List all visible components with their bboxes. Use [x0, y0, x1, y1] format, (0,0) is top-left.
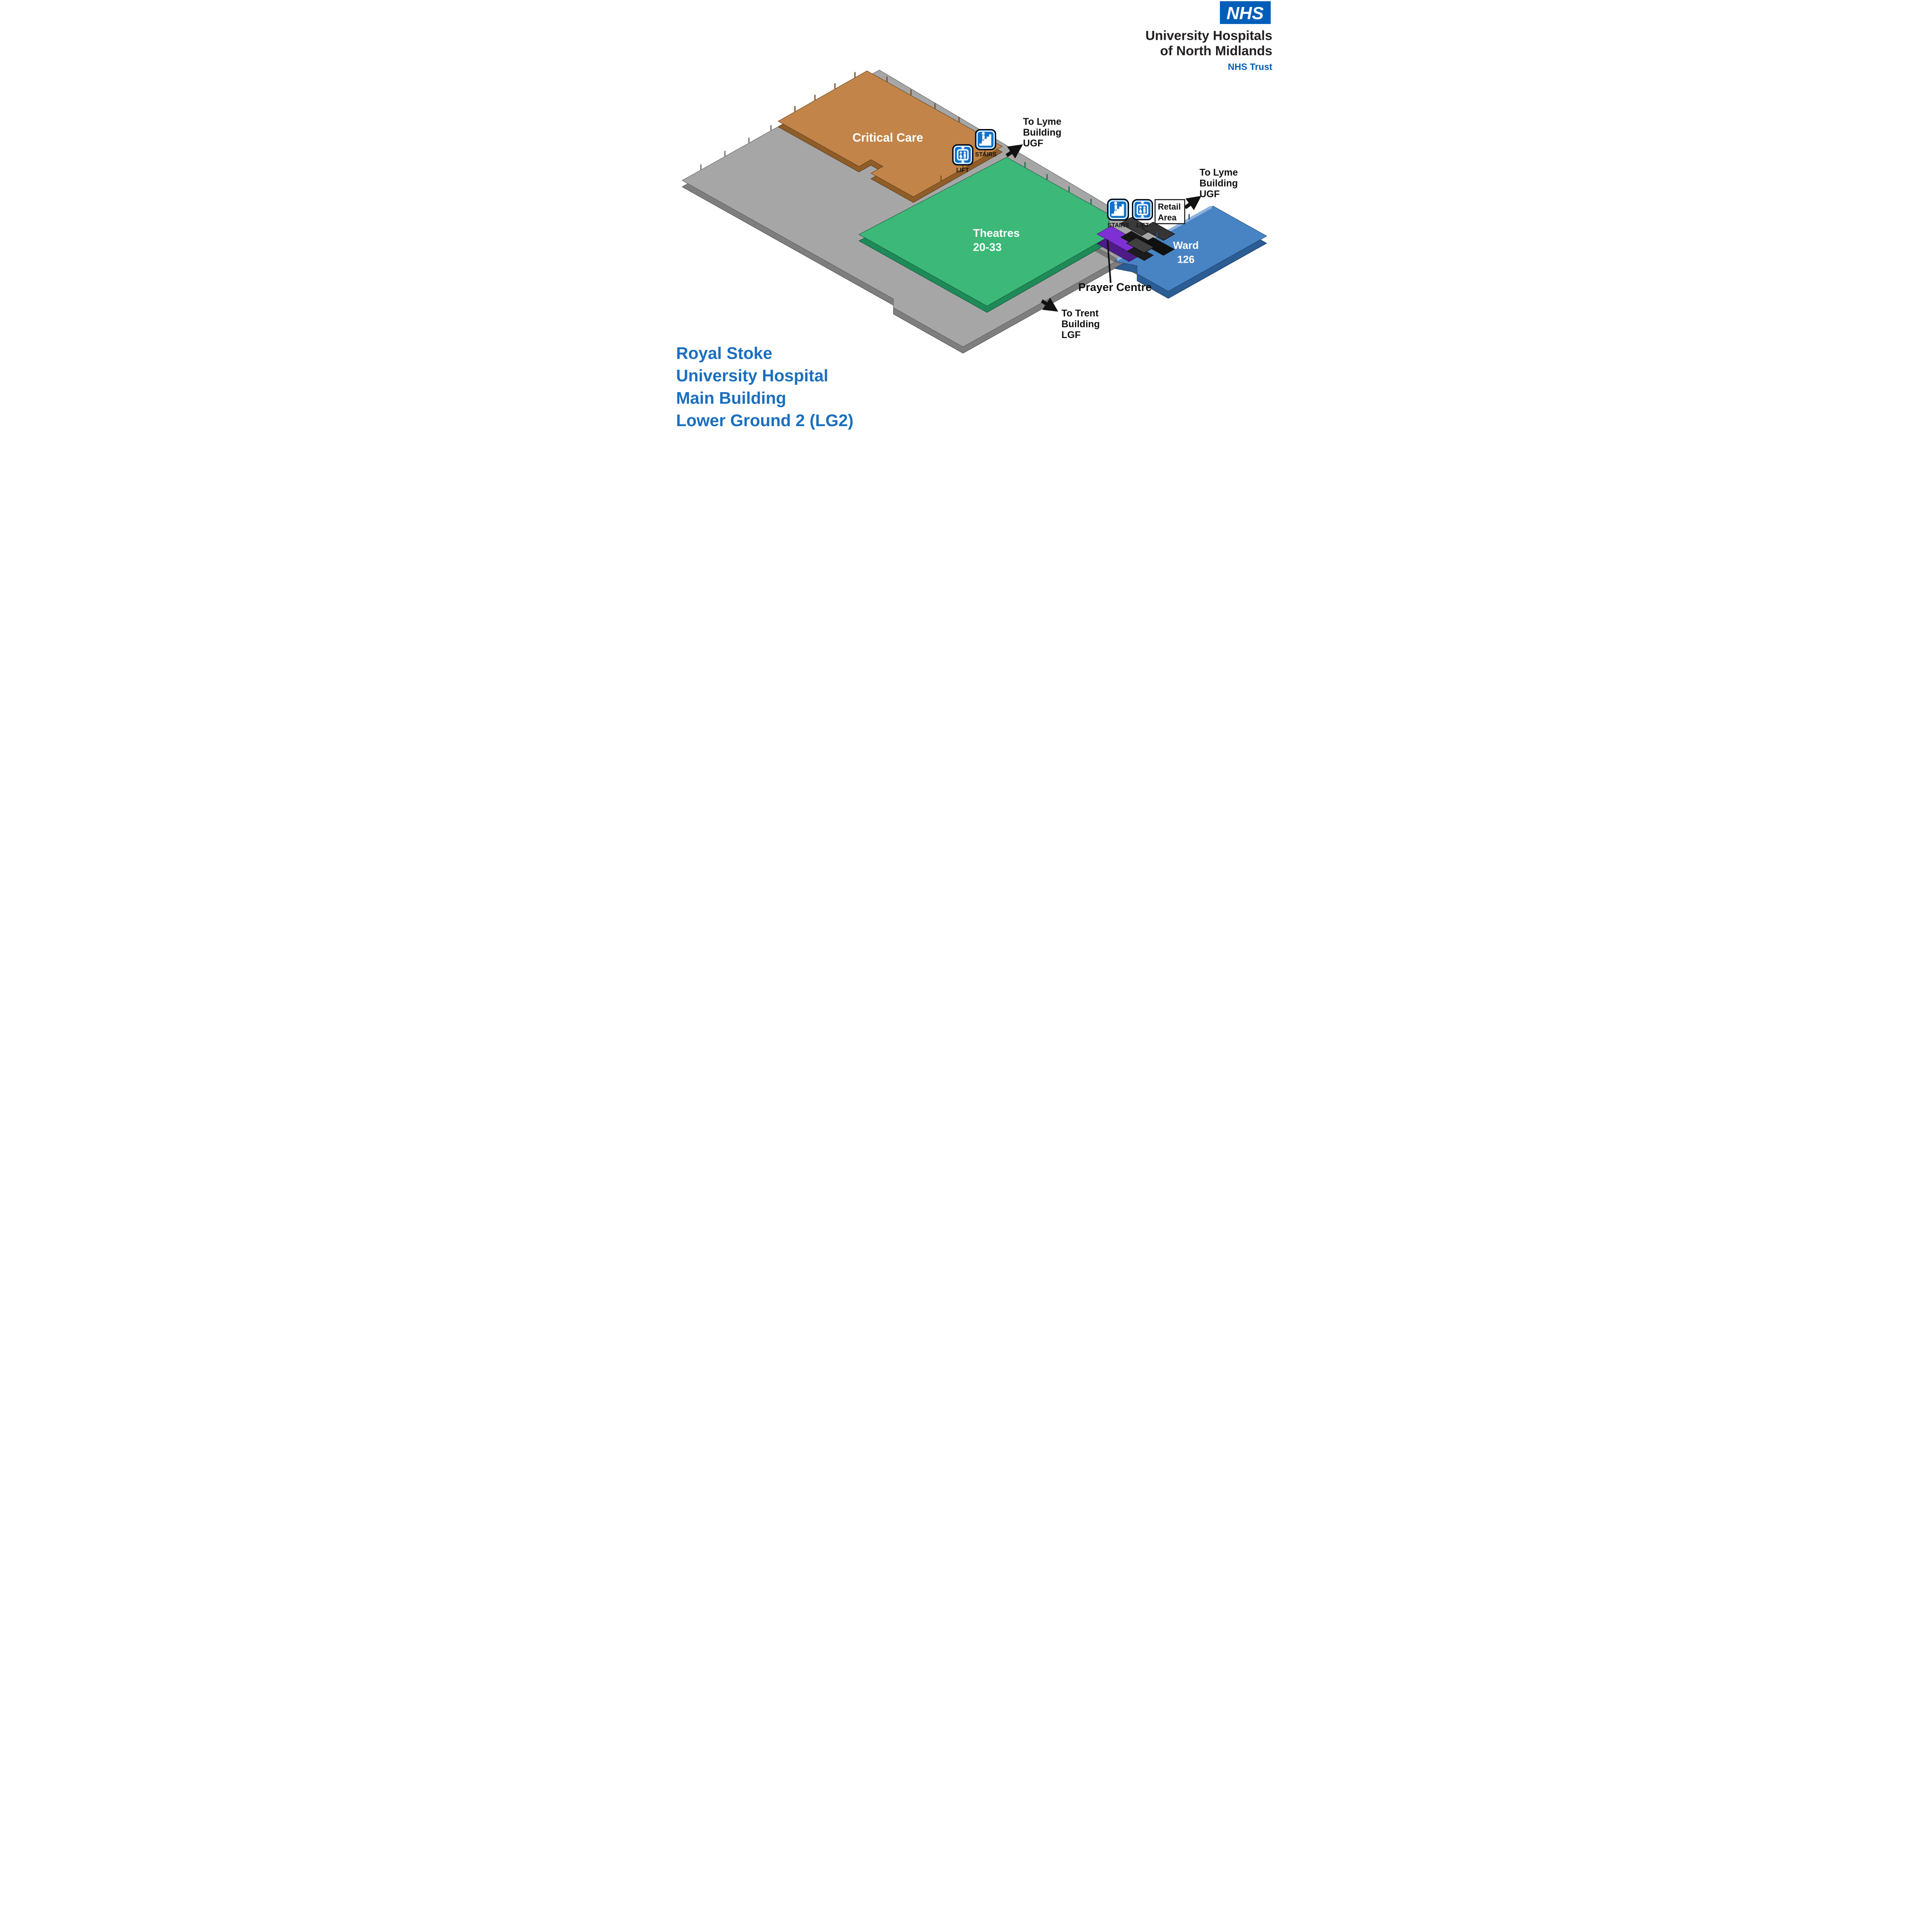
retail-area-label-box	[1155, 199, 1185, 224]
ward-top	[1114, 206, 1267, 292]
prayer-centre-leader-line	[1107, 240, 1112, 283]
to-trent-line3: LGF	[1061, 330, 1081, 340]
critical-care-top	[777, 70, 1003, 197]
to-lyme-upper-line2: Building	[1023, 127, 1061, 138]
prayer-centre-label: Prayer Centre	[1078, 281, 1151, 294]
to-lyme-upper-line1: To Lyme	[1023, 117, 1061, 127]
retail-block-c-side	[1126, 245, 1154, 261]
page-title: Royal Stoke University Hospital Main Bui…	[676, 344, 854, 430]
retail-block-c-top	[1126, 237, 1155, 253]
theatres-label-line2: 20-33	[973, 241, 1002, 253]
retail-area-label-line2: Area	[1158, 213, 1177, 223]
to-lyme-right-line1: To Lyme	[1199, 168, 1238, 178]
to-trent-line2: Building	[1061, 319, 1100, 330]
page-title-line2: University Hospital	[676, 367, 828, 385]
to-trent-line1: To Trent	[1061, 308, 1099, 319]
nhs-logo-text: NHS	[1226, 3, 1264, 23]
retail-area-label-line1: Retail	[1158, 202, 1181, 212]
floor-map-canvas: Retail Area STAIRS LIFT STAIRS LIFT Crit…	[657, 0, 1275, 437]
theatres-label-line1: Theatres	[973, 227, 1020, 240]
theatres-area	[858, 157, 1109, 313]
retail-block-a-top	[1120, 217, 1154, 236]
arrow-to-lyme-upper	[1005, 144, 1023, 159]
stairs-icon	[975, 129, 997, 150]
stairs-sign-label: STAIRS	[1107, 222, 1129, 229]
ward-126-label-line1: Ward	[1173, 240, 1199, 251]
critical-care-label: Critical Care	[852, 131, 923, 144]
arrow-to-lyme-right	[1184, 195, 1202, 210]
stairs-sign-label: STAIRS	[975, 151, 997, 158]
org-name-line2: of North Midlands	[1160, 44, 1272, 58]
to-lyme-right-line2: Building	[1199, 178, 1238, 189]
stairs-icon	[1107, 199, 1129, 221]
org-name-line1: University Hospitals	[1145, 29, 1272, 43]
arrow-to-trent	[1041, 297, 1058, 312]
lift-icon	[1132, 199, 1153, 221]
to-lyme-upper-line3: UGF	[1023, 138, 1043, 149]
retail-block-b-side	[1142, 237, 1175, 256]
ward-wall	[1163, 206, 1213, 235]
lift-icon	[952, 144, 974, 166]
lift-sign-label: LIFT	[1136, 222, 1149, 229]
page-title-line1: Royal Stoke	[676, 344, 772, 363]
nhs-logo-box	[1220, 1, 1271, 24]
retail-blocks	[1120, 217, 1175, 261]
nhs-logo-block: NHS University Hospitals of North Midlan…	[1145, 1, 1272, 72]
nhs-trust-text: NHS Trust	[1228, 62, 1272, 72]
page-title-line4: Lower Ground 2 (LG2)	[676, 411, 854, 430]
page-title-line3: Main Building	[676, 389, 786, 408]
retail-block-b-top	[1141, 222, 1175, 241]
critical-care-area	[777, 70, 1003, 203]
to-lyme-right-line3: UGF	[1199, 189, 1219, 200]
lift-sign-label: LIFT	[956, 167, 969, 173]
ward-126-label-line2: 126	[1177, 253, 1195, 265]
theatres-top	[858, 157, 1109, 306]
floor-map-page: Retail Area STAIRS LIFT STAIRS LIFT Crit…	[657, 0, 1275, 437]
